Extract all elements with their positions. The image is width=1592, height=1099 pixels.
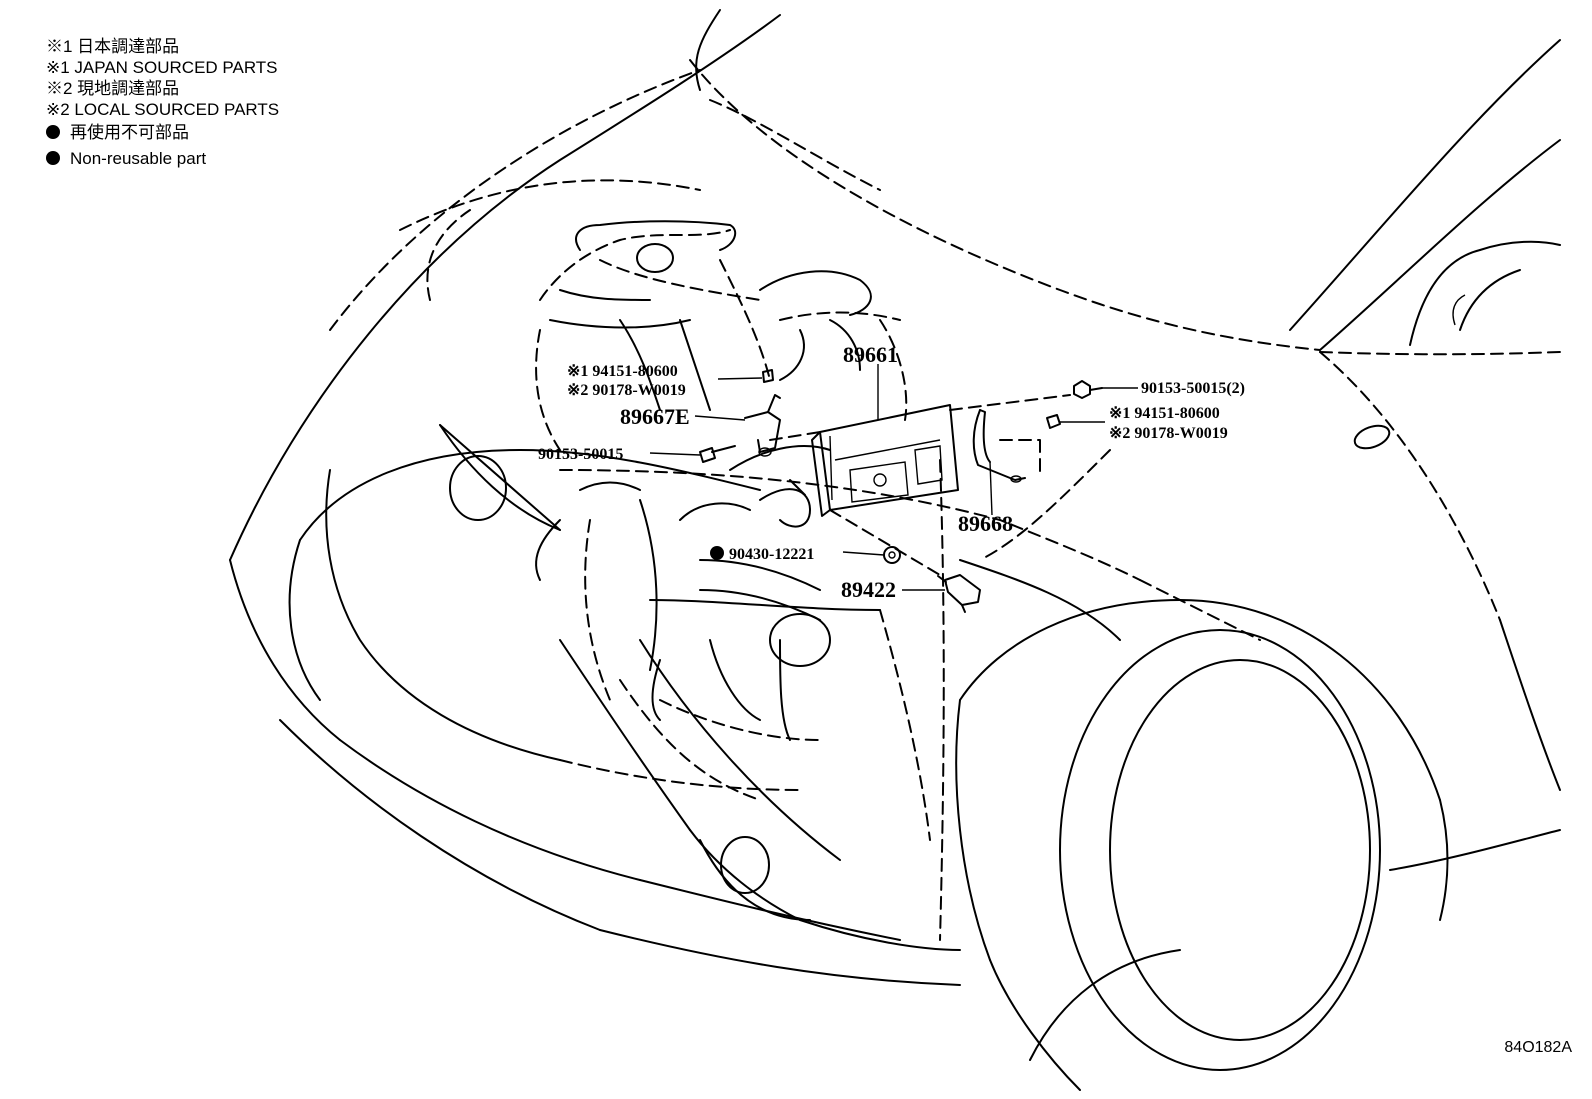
- legend-item: 再使用不可部品: [46, 124, 189, 141]
- non-reusable-bullet-icon: [46, 151, 60, 165]
- legend-text: ※2 現地調達部品: [46, 79, 180, 98]
- legend-item: ※1 日本調達部品: [46, 38, 179, 55]
- callout-gasket: 90430-12221: [729, 546, 814, 563]
- leader-lines: [649, 364, 1138, 591]
- legend-item: Non-reusable part: [46, 150, 206, 167]
- callout-ecu-89661: 89661: [843, 342, 898, 367]
- fasteners: [699, 369, 1103, 613]
- legend-item: ※1 JAPAN SOURCED PARTS: [46, 59, 278, 76]
- legend-text: ※1 日本調達部品: [46, 37, 180, 56]
- vehicle-body-outline: [229, 9, 1561, 1091]
- legend-text: ※1 JAPAN SOURCED PARTS: [46, 58, 278, 77]
- callout-left-nut-japan: ※1 94151-80600: [567, 363, 678, 380]
- legend-text: ※2 LOCAL SOURCED PARTS: [46, 100, 280, 119]
- legend-item: ※2 LOCAL SOURCED PARTS: [46, 101, 279, 118]
- legend-text: Non-reusable part: [70, 149, 207, 168]
- callout-right-nut-japan: ※1 94151-80600: [1109, 405, 1220, 422]
- legend-item: ※2 現地調達部品: [46, 80, 179, 97]
- callout-sensor-89422: 89422: [841, 577, 896, 602]
- callout-left-nut-local: ※2 90178-W0019: [567, 382, 686, 399]
- callout-right-nut-local: ※2 90178-W0019: [1109, 425, 1228, 442]
- bracket-89668-drawing: [949, 394, 1071, 483]
- callout-right-bolt: 90153-50015(2): [1141, 380, 1245, 397]
- callout-bracket-89668: 89668: [958, 511, 1013, 536]
- non-reusable-bullet-icon: [710, 546, 724, 560]
- bracket-89667e-drawing: [744, 394, 821, 457]
- callout-left-bolt: 90153-50015: [538, 446, 623, 463]
- non-reusable-bullet-icon: [46, 125, 60, 139]
- engine-sketch: [535, 220, 908, 741]
- legend-text: 再使用不可部品: [70, 123, 189, 142]
- diagram-code: 84O182A: [1504, 1039, 1572, 1056]
- callout-bracket-89667e: 89667E: [620, 404, 690, 429]
- ecu-module-drawing: [811, 404, 959, 517]
